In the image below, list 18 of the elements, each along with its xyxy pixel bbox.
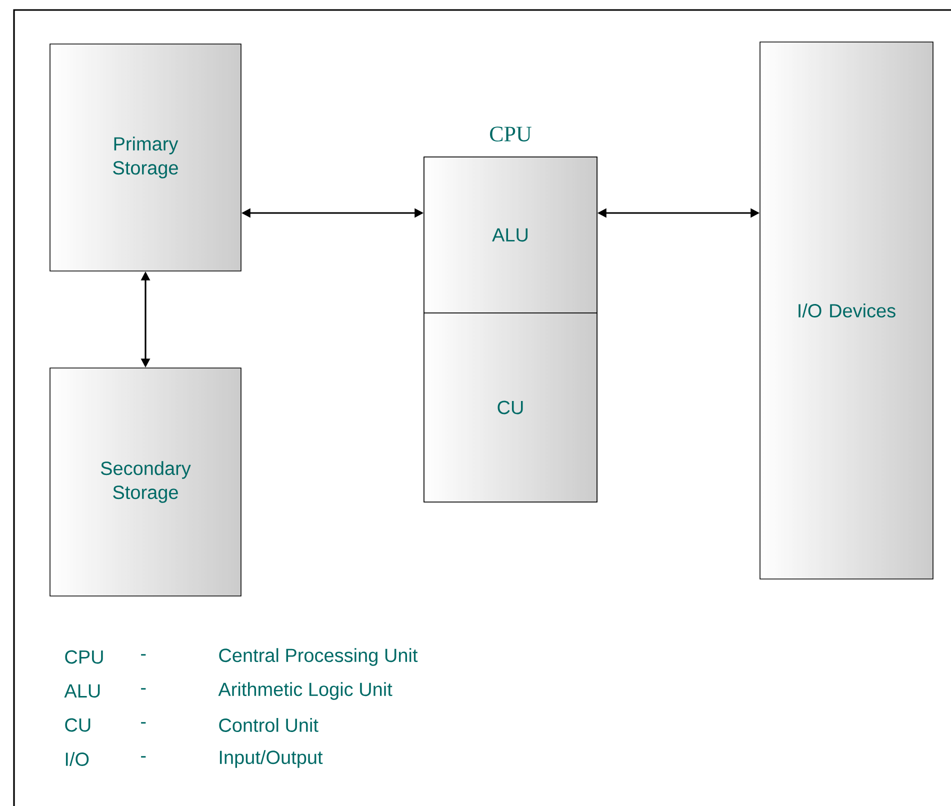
legend-text: Central Processing Unit	[219, 648, 418, 666]
legend-text: -	[141, 654, 146, 656]
box-heading: CPU	[490, 126, 532, 142]
legend-text: ALU	[64, 684, 100, 698]
legend-text: -	[141, 722, 146, 724]
storage-box: Secondary Storage	[50, 368, 242, 596]
legend-text: -	[141, 756, 146, 758]
unit-box: ALU	[424, 156, 598, 314]
legend-text: CPU	[65, 650, 103, 664]
legend-text: CU	[65, 718, 90, 732]
legend-text: Input/Output	[220, 750, 323, 768]
legend-text: -	[141, 688, 146, 690]
unit-box: CU	[424, 312, 598, 502]
legend-text: Control Unit	[219, 718, 318, 732]
device-box: I/O Devices	[760, 42, 934, 580]
legend-text: Arithmetic Logic Unit	[218, 682, 392, 700]
legend-text: I/O	[66, 752, 89, 766]
storage-box: Primary Storage	[50, 44, 242, 272]
